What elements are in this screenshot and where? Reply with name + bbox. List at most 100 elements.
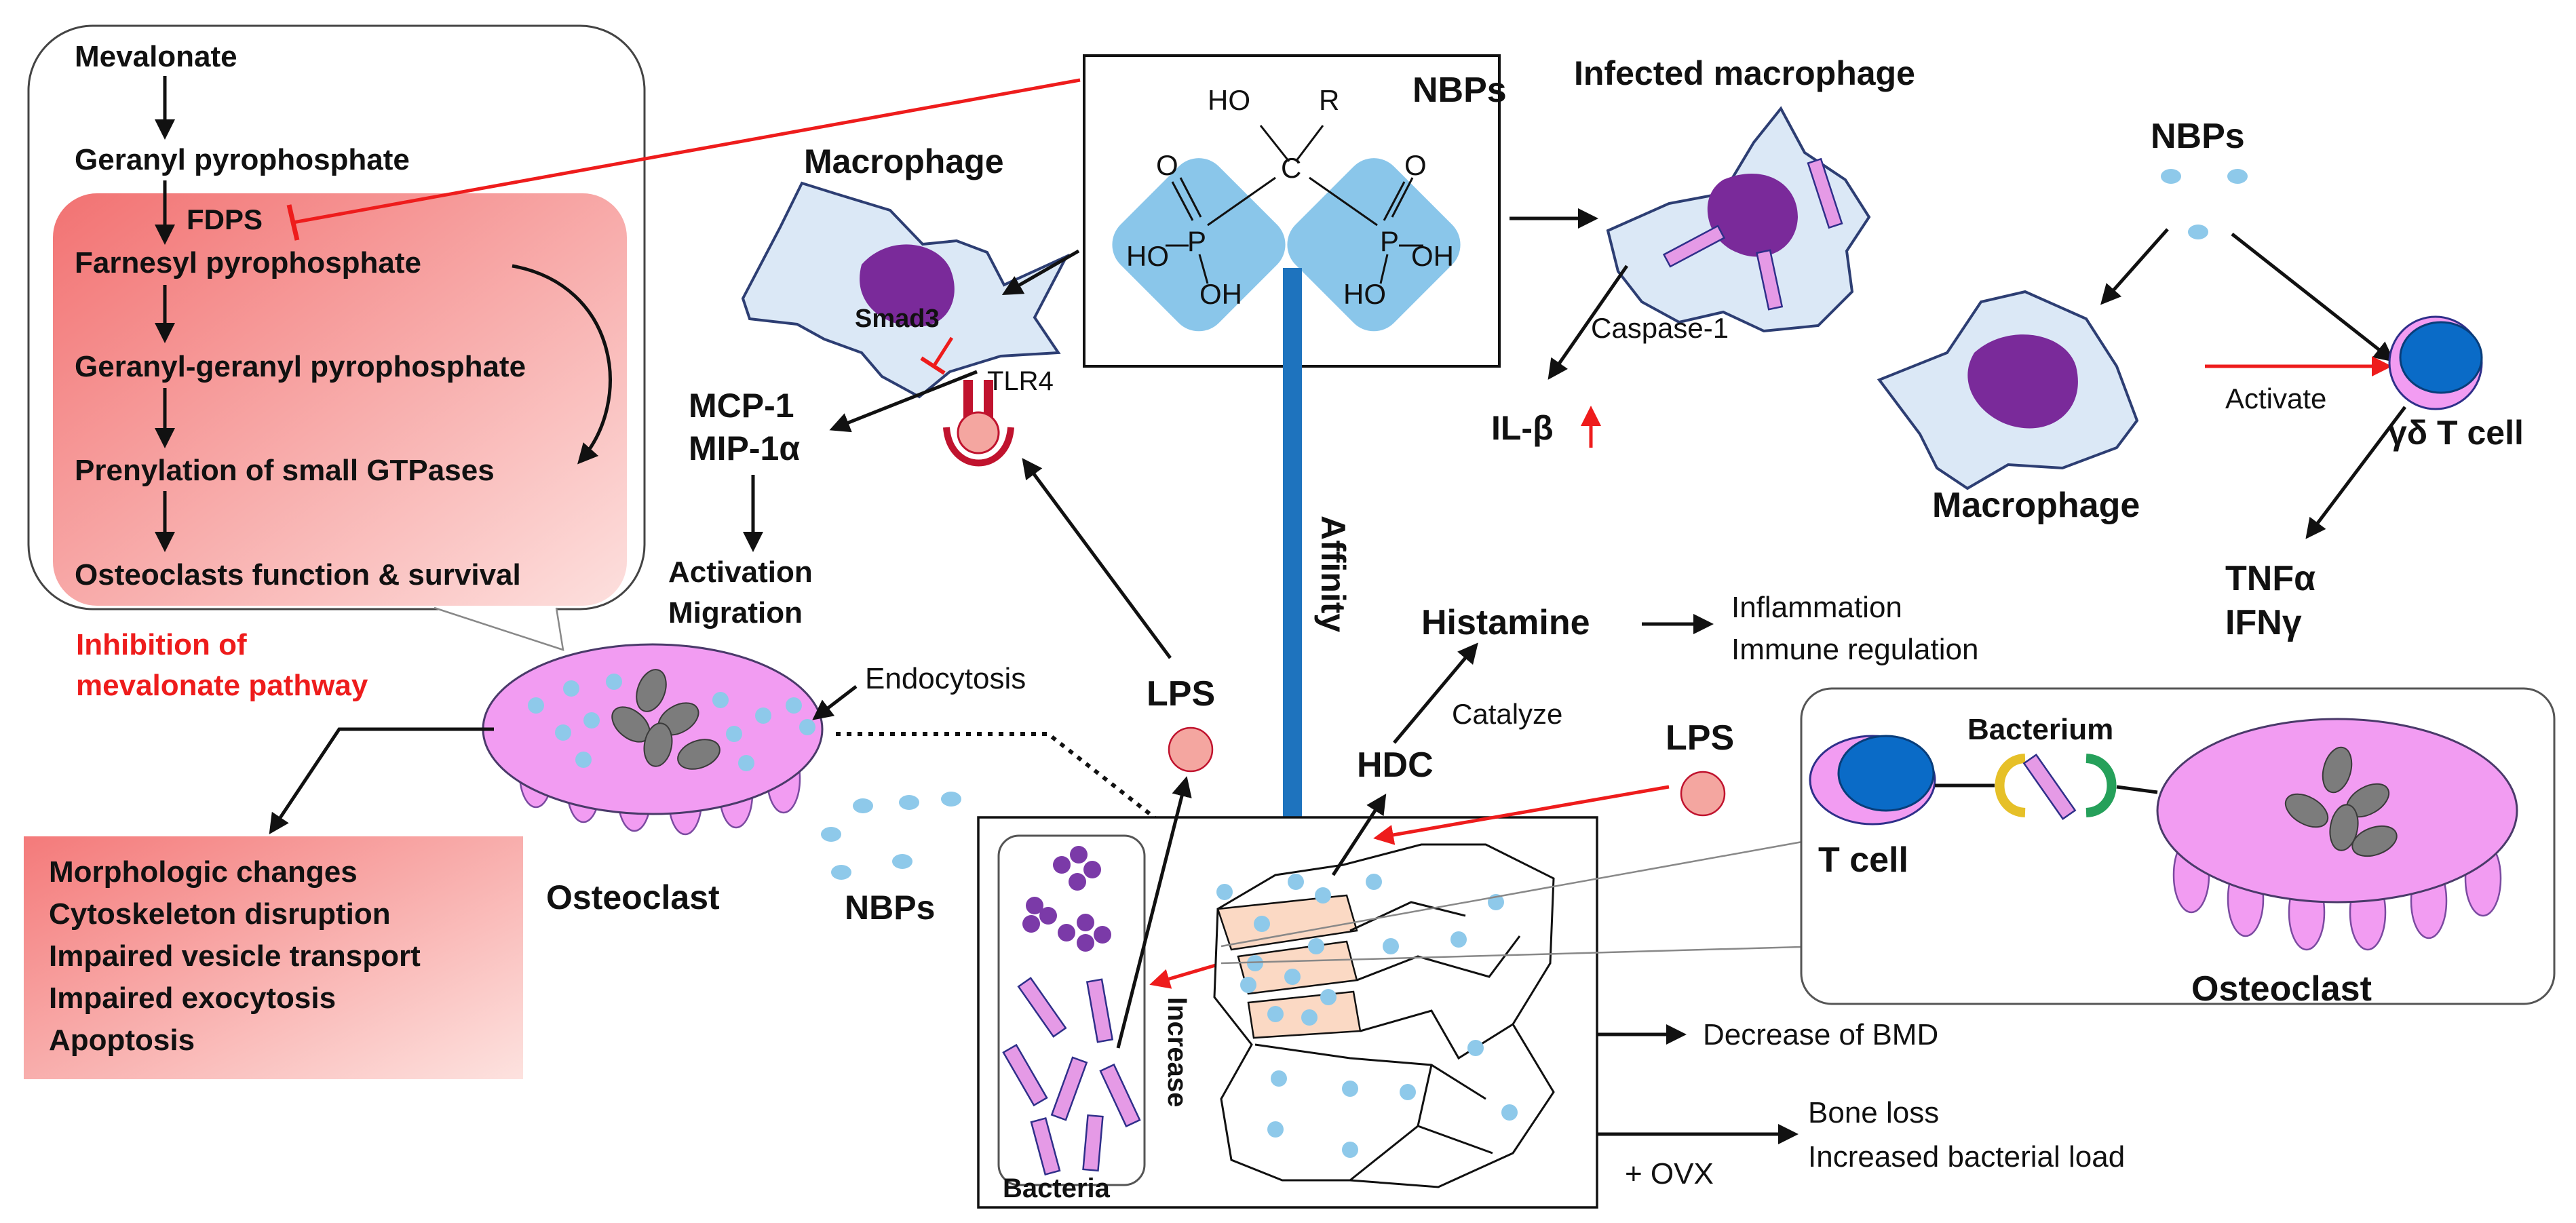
lps-right-ball: [1680, 771, 1726, 817]
endocytosis-arrow: [812, 685, 858, 720]
smad3-inhibition-line: [931, 336, 954, 369]
bacterium-rod: [2022, 753, 2077, 821]
infected-macrophage-bacteria: [1662, 157, 1843, 311]
macrophage-right-nucleus: [1967, 334, 2078, 429]
gd-tcell-label: γδ T cell: [2388, 414, 2524, 452]
structure-title: NBPs: [1412, 71, 1507, 110]
arrow-nbps-to-gd-tcell: [2231, 233, 2395, 362]
tcell-receptor-cup: [1995, 754, 2026, 817]
bond-c-p-left: [1207, 176, 1276, 227]
atom-o-right: O: [1404, 149, 1427, 181]
atom-oh-right: OH: [1411, 240, 1454, 272]
ifng-label: IFNγ: [2225, 603, 2302, 642]
effect-exocytosis: Impaired exocytosis: [49, 982, 336, 1015]
hdc-label: HDC: [1357, 745, 1434, 785]
step-geranyl-pp: Geranyl pyrophosphate: [75, 143, 410, 176]
fdps-inhibition-bar: [286, 204, 300, 241]
caspase1-label: Caspase-1: [1591, 312, 1729, 344]
arrow-osteoclast-to-effects: [269, 727, 494, 834]
atom-ho-left: HO: [1126, 240, 1169, 272]
lps-left-ball: [1168, 726, 1214, 773]
migration-label: Migration: [668, 596, 803, 629]
tlr4-receptor: [943, 380, 1014, 467]
macrophage-right-label: Macrophage: [1932, 486, 2140, 525]
osteoclast-left-label: Osteoclast: [546, 878, 720, 916]
bone-bacteria-box: Bacteria Increase: [977, 776, 1598, 1209]
callout-right-pointer-b: [1220, 945, 1826, 965]
nbps-bottom-label: NBPs: [845, 889, 935, 927]
step-geranylgeranyl-pp: Geranyl-geranyl pyrophosphate: [75, 350, 526, 383]
affinity-label: Affinity: [1314, 516, 1352, 632]
bond-c-r: [1294, 125, 1324, 162]
decrease-bmd-label: Decrease of BMD: [1703, 1018, 1938, 1051]
osteoclast-left-nbp-dots: [528, 674, 815, 771]
atom-ho-right: HO: [1343, 278, 1386, 310]
catalyze-label: Catalyze: [1452, 698, 1562, 730]
endocytosis-label: Endocytosis: [865, 662, 1026, 695]
arrow-bone-to-hdc: [1331, 793, 1387, 876]
callout-tail: [434, 606, 564, 651]
lps-left-label: LPS: [1147, 674, 1215, 714]
macrophage-left-nucleus: [860, 244, 955, 327]
bond-c-p-right: [1309, 176, 1378, 227]
step-farnesyl-pp: Farnesyl pyrophosphate: [75, 246, 421, 279]
free-nbp-dots: [821, 792, 961, 880]
atom-oh-left: OH: [1199, 278, 1242, 310]
nbps-right-label: NBPs: [2151, 117, 2245, 156]
tcell-label: T cell: [1818, 840, 1908, 880]
osteoclast-right-nuclei: [2284, 746, 2398, 857]
osteoclast-right-label: Osteoclast: [2191, 969, 2372, 1009]
bacteria-label: Bacteria: [1003, 1173, 1111, 1203]
effect-apoptosis: Apoptosis: [49, 1024, 195, 1057]
phosphonate-right-diamond: [1287, 158, 1461, 332]
atom-r: R: [1319, 84, 1339, 116]
arrow-structure-to-macrophage: [1001, 249, 1080, 295]
bone-loss-label: Bone loss: [1808, 1096, 1939, 1129]
bond-p-oh-left: [1198, 254, 1209, 284]
osteoclast-receptor-cup: [2085, 754, 2117, 817]
osteoclast-left: [482, 643, 824, 836]
nbps-structure: NBPs HO R C O O P P HO OH HO OH: [1083, 54, 1507, 368]
bond-p-o-left-a: [1171, 181, 1194, 221]
vertebra-trabeculae: [1254, 901, 1521, 1182]
infected-macrophage-label: Infected macrophage: [1574, 54, 1915, 92]
bond-c-ho: [1259, 125, 1290, 162]
increase-label: Increase: [1162, 997, 1192, 1107]
osteoclast-left-nuclei: [611, 669, 720, 770]
step-osteoclast-function: Osteoclasts function & survival: [75, 558, 521, 591]
mip1a-label: MIP-1α: [689, 429, 800, 467]
osteoclast-right: [2156, 718, 2518, 951]
mcp1-label: MCP-1: [689, 387, 794, 425]
smad3-inhibition-bar: [920, 356, 946, 375]
pathway-pink-panel: [53, 193, 627, 606]
arrow-lps-to-hdc-red: [1373, 785, 1670, 845]
effect-cytoskeleton: Cytoskeleton disruption: [49, 897, 391, 931]
bacterium-label: Bacterium: [1967, 713, 2113, 746]
infected-macrophage-nucleus: [1707, 174, 1798, 257]
effects-box: [24, 836, 523, 1079]
arrow-bacteria-to-lps: [1116, 776, 1192, 1049]
macrophage-left-label: Macrophage: [804, 142, 1004, 180]
arrow-gd-tcell-to-cytokines: [2305, 406, 2406, 539]
histamine-label: Histamine: [1421, 603, 1590, 642]
step-mevalonate: Mevalonate: [75, 40, 237, 73]
bond-p-o-right-b: [1391, 177, 1414, 218]
step-prenylation: Prenylation of small GTPases: [75, 454, 495, 487]
effect-morphologic: Morphologic changes: [49, 855, 358, 889]
atom-ho-top: HO: [1208, 84, 1250, 116]
smad3-label: Smad3: [855, 305, 940, 333]
inflammation-label: Inflammation: [1731, 591, 1902, 624]
atom-p-left: P: [1187, 225, 1206, 257]
bone-nbp-dots: [1216, 874, 1518, 1158]
bond-p-ho-right: [1379, 254, 1389, 284]
activate-label: Activate: [2225, 383, 2326, 414]
tlr4-label: TLR4: [987, 366, 1054, 396]
arrow-macrophage-to-mcp1: [829, 370, 978, 433]
arrow-lps-to-tlr4: [1022, 458, 1172, 659]
atom-o-left: O: [1156, 149, 1178, 181]
ovx-label: + OVX: [1625, 1157, 1714, 1190]
il-beta-label: IL-β: [1491, 409, 1554, 447]
arrow-nbps-to-macrophage-right: [2100, 228, 2169, 305]
inhibition-left-line1: Inhibition of: [76, 628, 247, 661]
